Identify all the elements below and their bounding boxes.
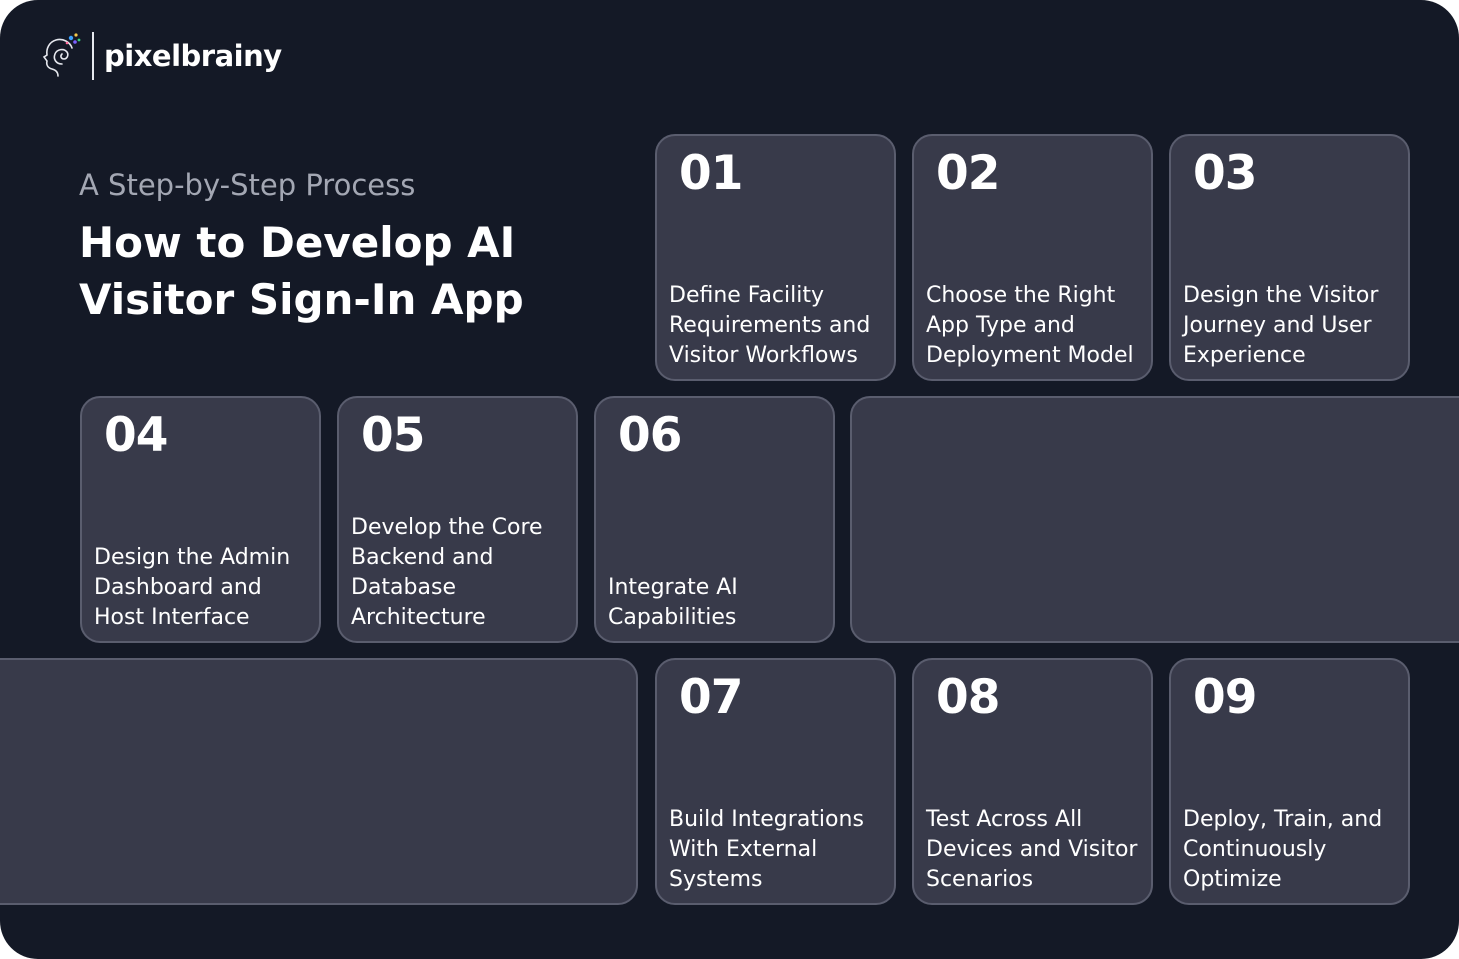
step-number: 01 (679, 146, 743, 201)
decorative-panel-left (0, 658, 638, 905)
step-card-03: 03 Design the Visitor Journey and User E… (1169, 134, 1410, 381)
decorative-panel-right (850, 396, 1459, 643)
step-description: Define Facility Requirements and Visitor… (669, 283, 871, 368)
page-subtitle: A Step-by-Step Process (79, 168, 416, 202)
step-number: 07 (679, 670, 743, 725)
step-card-01: 01 Define Facility Requirements and Visi… (655, 134, 896, 381)
page-title: How to Develop AI Visitor Sign-In App (79, 218, 524, 324)
step-card-04: 04 Design the Admin Dashboard and Host I… (80, 396, 321, 643)
step-number: 08 (936, 670, 1000, 725)
step-description: Design the Admin Dashboard and Host Inte… (94, 545, 291, 630)
step-description: Choose the Right App Type and Deployment… (926, 283, 1134, 368)
step-number: 02 (936, 146, 1000, 201)
logo-divider (92, 32, 94, 80)
step-description: Test Across All Devices and Visitor Scen… (926, 807, 1138, 892)
brand-logo: pixelbrainy (38, 30, 282, 82)
step-number: 04 (104, 408, 168, 463)
step-description: Build Integrations With External Systems (669, 807, 864, 892)
step-card-02: 02 Choose the Right App Type and Deploym… (912, 134, 1153, 381)
step-card-09: 09 Deploy, Train, and Continuously Optim… (1169, 658, 1410, 905)
step-description: Design the Visitor Journey and User Expe… (1183, 283, 1379, 368)
step-card-05: 05 Develop the Core Backend and Database… (337, 396, 578, 643)
brain-head-icon (42, 33, 81, 77)
brand-name: pixelbrainy (104, 39, 282, 73)
step-card-07: 07 Build Integrations With External Syst… (655, 658, 896, 905)
step-description: Deploy, Train, and Continuously Optimize (1183, 807, 1383, 892)
step-number: 06 (618, 408, 682, 463)
step-number: 09 (1193, 670, 1257, 725)
step-number: 05 (361, 408, 425, 463)
step-description: Develop the Core Backend and Database Ar… (351, 515, 543, 630)
step-card-08: 08 Test Across All Devices and Visitor S… (912, 658, 1153, 905)
step-card-06: 06 Integrate AI Capabilities (594, 396, 835, 643)
step-description: Integrate AI Capabilities (608, 575, 738, 630)
step-number: 03 (1193, 146, 1257, 201)
